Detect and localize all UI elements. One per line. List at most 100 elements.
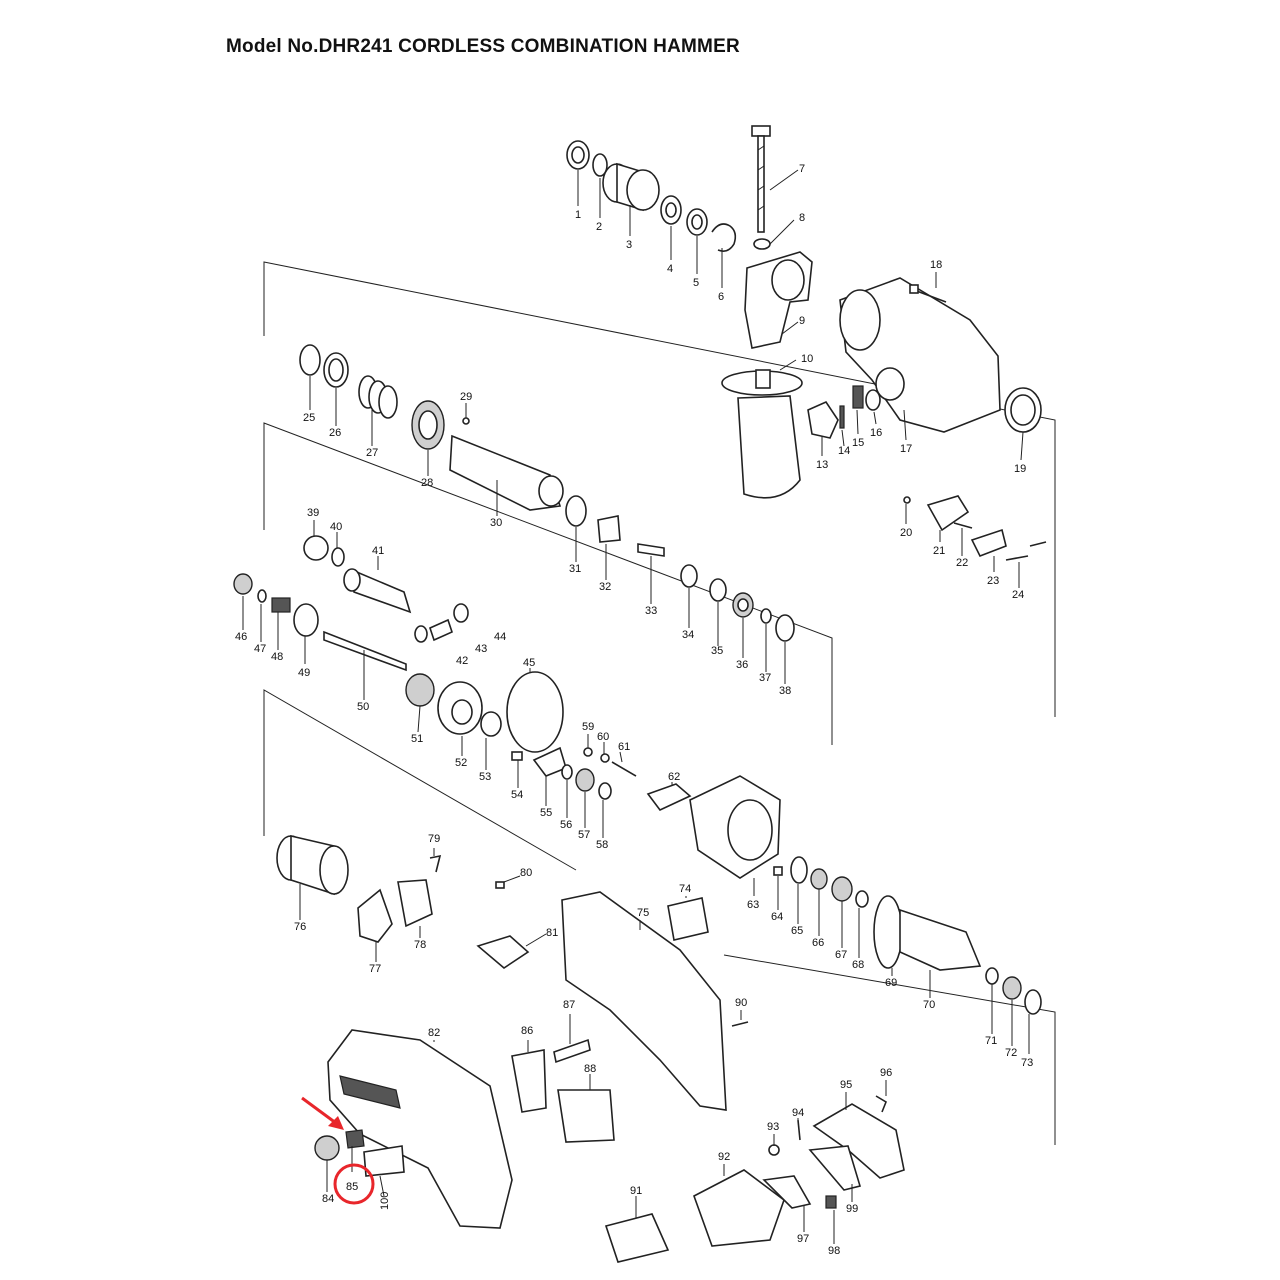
part-2-ring bbox=[592, 153, 608, 177]
label-88: 88 bbox=[584, 1063, 596, 1075]
part-99-rail bbox=[808, 1145, 862, 1191]
part-14-pin bbox=[839, 405, 845, 429]
leader-lines bbox=[242, 169, 1030, 1244]
part-98-block bbox=[825, 1195, 837, 1209]
part-96-screw bbox=[875, 1095, 887, 1113]
label-72: 72 bbox=[1005, 1047, 1017, 1059]
part-38-snap-ring bbox=[775, 614, 795, 642]
part-51-bearing bbox=[405, 673, 435, 707]
label-79: 79 bbox=[428, 833, 440, 845]
part-82-housing bbox=[327, 1029, 513, 1229]
part-1-ring bbox=[566, 140, 590, 170]
part-67-bearing bbox=[831, 876, 853, 902]
part-25-snap-ring bbox=[299, 344, 321, 376]
part-19-bearing-ring bbox=[1004, 387, 1042, 433]
part-93-ring bbox=[768, 1144, 780, 1156]
label-51: 51 bbox=[411, 733, 423, 745]
part-40-oring bbox=[331, 547, 345, 567]
part-52-swash-bearing bbox=[437, 681, 483, 735]
diagram-title: Model No.DHR241 CORDLESS COMBINATION HAM… bbox=[226, 36, 740, 57]
part-number-labels: 1 2 3 4 5 6 7 8 9 10 13 14 15 16 17 18 1… bbox=[235, 163, 1033, 1257]
label-100: 100 bbox=[379, 1192, 391, 1210]
label-65: 65 bbox=[791, 925, 803, 937]
label-52: 52 bbox=[455, 757, 467, 769]
frame-lower-right bbox=[723, 954, 1056, 1145]
label-49: 49 bbox=[298, 667, 310, 679]
label-28: 28 bbox=[421, 477, 433, 489]
part-59-ring bbox=[583, 747, 593, 757]
label-95: 95 bbox=[840, 1079, 852, 1091]
part-66-bearing bbox=[810, 868, 828, 890]
part-63-crank-housing bbox=[689, 775, 781, 879]
label-35: 35 bbox=[711, 645, 723, 657]
label-78: 78 bbox=[414, 939, 426, 951]
label-61: 61 bbox=[618, 741, 630, 753]
part-64-block bbox=[773, 866, 783, 876]
label-76: 76 bbox=[294, 921, 306, 933]
label-27: 27 bbox=[366, 447, 378, 459]
part-86-holder bbox=[511, 1049, 547, 1113]
label-84: 84 bbox=[322, 1193, 334, 1205]
label-96: 96 bbox=[880, 1067, 892, 1079]
part-62-lever bbox=[646, 783, 692, 811]
part-70-armature bbox=[899, 908, 982, 971]
part-87-label bbox=[553, 1038, 591, 1064]
label-56: 56 bbox=[560, 819, 572, 831]
part-92-cover bbox=[693, 1169, 785, 1247]
label-70: 70 bbox=[923, 999, 935, 1011]
part-60-ring bbox=[600, 753, 610, 763]
label-9: 9 bbox=[799, 315, 805, 327]
part-39-piston bbox=[303, 535, 329, 561]
part-33-pin bbox=[637, 543, 665, 557]
label-59: 59 bbox=[582, 721, 594, 733]
part-84-cap bbox=[314, 1135, 340, 1161]
label-33: 33 bbox=[645, 605, 657, 617]
part-31-oring bbox=[565, 495, 587, 527]
part-56-washer bbox=[561, 764, 573, 780]
part-15-clip bbox=[852, 385, 864, 409]
label-41: 41 bbox=[372, 545, 384, 557]
label-80: 80 bbox=[520, 867, 532, 879]
part-45-oring bbox=[506, 671, 564, 753]
label-42: 42 bbox=[456, 655, 468, 667]
label-81: 81 bbox=[546, 927, 558, 939]
part-65-oring bbox=[790, 856, 808, 884]
label-4: 4 bbox=[667, 263, 673, 275]
part-23-lever bbox=[970, 528, 1007, 558]
part-34-washer bbox=[680, 564, 698, 588]
part-97-spring-plate bbox=[762, 1175, 812, 1209]
label-87: 87 bbox=[563, 999, 575, 1011]
label-68: 68 bbox=[852, 959, 864, 971]
part-58-washer bbox=[598, 782, 612, 800]
part-43-pin bbox=[429, 618, 453, 642]
label-3: 3 bbox=[626, 239, 632, 251]
label-74: 74 bbox=[679, 883, 691, 895]
label-50: 50 bbox=[357, 701, 369, 713]
label-2: 2 bbox=[596, 221, 602, 233]
part-22-spring bbox=[953, 522, 973, 529]
part-37-ring bbox=[760, 608, 772, 624]
label-37: 37 bbox=[759, 672, 771, 684]
part-36-bearing bbox=[732, 592, 754, 618]
label-6: 6 bbox=[718, 291, 724, 303]
part-16-oring bbox=[865, 389, 881, 411]
part-28-bearing bbox=[411, 400, 445, 450]
part-54-screw bbox=[511, 751, 523, 761]
part-42-oring bbox=[414, 625, 428, 643]
label-99: 99 bbox=[846, 1203, 858, 1215]
label-39: 39 bbox=[307, 507, 319, 519]
part-47-washer bbox=[257, 589, 267, 603]
part-85-knob bbox=[345, 1129, 365, 1149]
label-23: 23 bbox=[987, 575, 999, 587]
label-17: 17 bbox=[900, 443, 912, 455]
frame-upper bbox=[263, 261, 1056, 717]
part-13-switch-part bbox=[807, 400, 839, 439]
label-18: 18 bbox=[930, 259, 942, 271]
part-8-nut bbox=[753, 238, 771, 250]
label-97: 97 bbox=[797, 1233, 809, 1245]
label-36: 36 bbox=[736, 659, 748, 671]
part-57-bearing bbox=[575, 768, 595, 792]
label-92: 92 bbox=[718, 1151, 730, 1163]
label-44: 44 bbox=[494, 631, 506, 643]
